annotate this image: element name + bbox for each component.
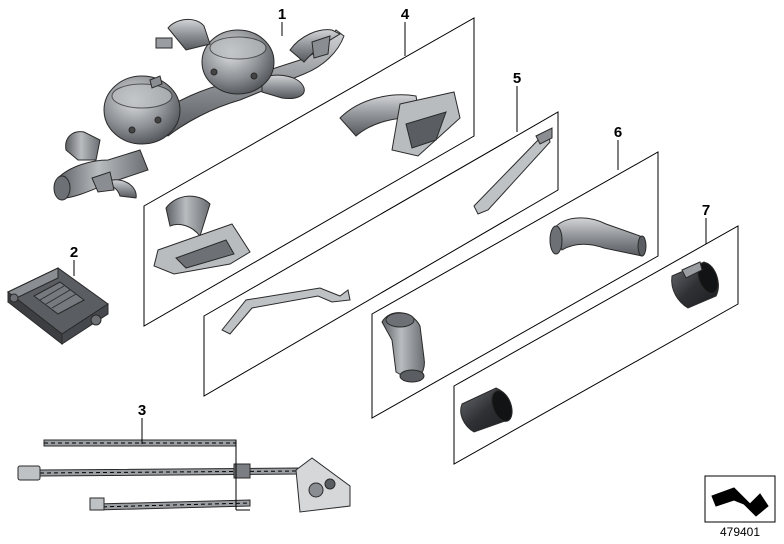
control-unit-module (7, 267, 109, 346)
wiring-harness (17, 439, 351, 513)
panel-4-tailpipe-set (143, 17, 475, 327)
callout-7: 7 (702, 202, 710, 219)
callout-4: 4 (401, 6, 410, 23)
callout-3: 3 (138, 402, 146, 419)
panel-7-tailpipe-tips (453, 225, 739, 465)
callout-2: 2 (70, 244, 78, 261)
callout-5: 5 (513, 70, 521, 87)
panel-5-bracket-set (203, 111, 559, 397)
rear-silencer-assembly (53, 19, 345, 201)
reference-number: 479401 (720, 525, 760, 539)
leader-lines (73, 22, 707, 444)
callout-6: 6 (614, 124, 622, 141)
callout-1: 1 (278, 6, 286, 23)
panel-6-pipe-set (371, 151, 659, 419)
bent-arrow-icon (704, 475, 776, 523)
